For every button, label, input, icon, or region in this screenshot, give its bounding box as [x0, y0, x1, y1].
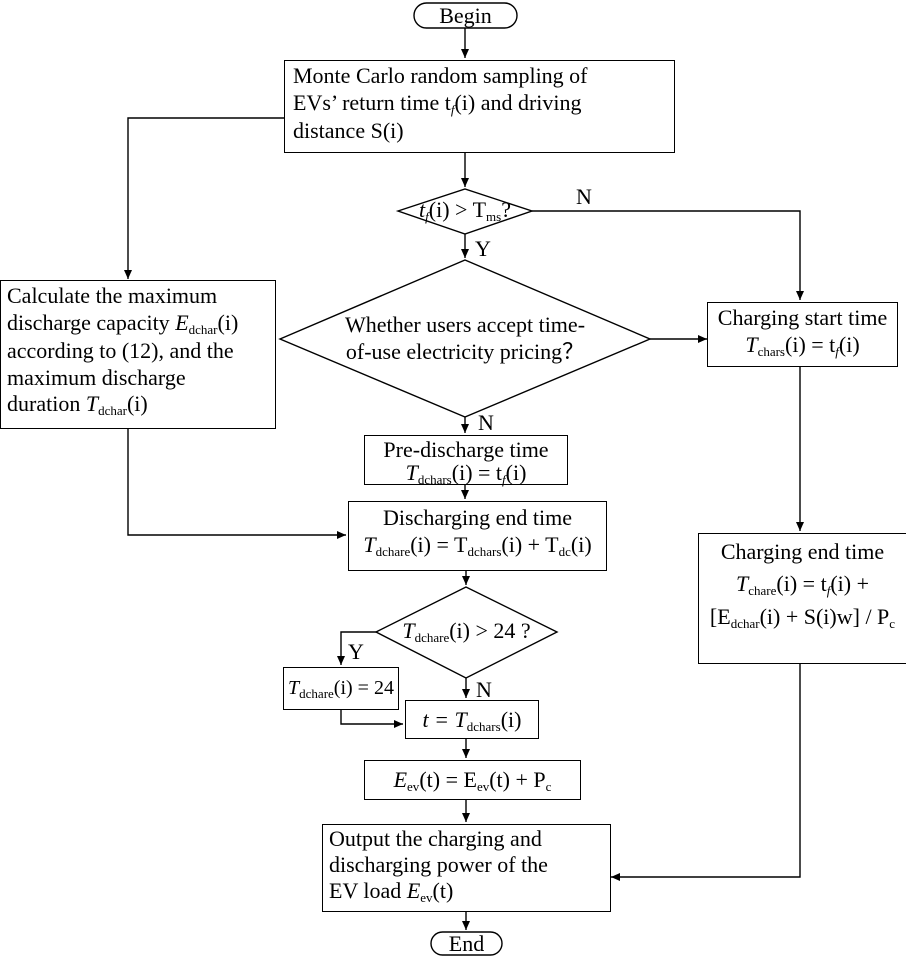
discharging-end-box: Discharging end time Tdchare(i) = Tdchar… — [348, 501, 607, 571]
pre-discharge-box: Pre-discharge time Tdchars(i) = tf(i) — [364, 435, 568, 486]
sampling-process-box: Monte Carlo random sampling of EVs’ retu… — [284, 60, 675, 153]
charging-start-box: Charging start time Tchars(i) = tf(i) — [707, 302, 898, 367]
t-assign-box: t = Tdchars(i) — [405, 700, 539, 739]
label-y-24: Y — [348, 639, 364, 664]
arrow-set24-tassign — [340, 710, 403, 728]
decision-24-shape — [374, 586, 559, 679]
decision-tms-text: tf(i) > Tms? — [419, 197, 511, 224]
charging-end-box: Charging end time Tchare(i) = tf(i) + [E… — [698, 533, 906, 664]
begin-label: Begin — [439, 3, 492, 28]
calc-discharge-box: Calculate the maximum discharge capacity… — [0, 280, 276, 429]
output-box: Output the charging and discharging powe… — [322, 824, 611, 912]
label-n-24: N — [476, 677, 492, 702]
sampling-line-3: distance S(i) — [293, 117, 404, 143]
end-terminator — [430, 931, 503, 956]
set-24-box: Tdchare(i) = 24 — [283, 667, 399, 710]
sampling-line-1: Monte Carlo random sampling of — [293, 63, 588, 88]
label-n-tms: N — [576, 184, 592, 209]
arrow-sampling-calc — [124, 117, 293, 279]
label-n-tou: N — [478, 410, 494, 435]
e-update-box: Eev(t) = Eev(t) + Pc — [364, 760, 581, 800]
end-label: End — [448, 931, 485, 956]
arrow-calc-dischargeend — [127, 429, 346, 539]
sampling-line-2: EVs’ return time tf(i) and driving — [293, 89, 582, 117]
decision-24-text: Tdchare(i) > 24 ? — [402, 618, 531, 645]
arrow-24-set24 — [337, 631, 376, 665]
arrow-tms-chargestart — [532, 210, 804, 300]
decision-tou-text: Whether users accept time- of-use electr… — [344, 312, 586, 364]
arrow-chargeend-output — [611, 664, 801, 881]
label-y-tms: Y — [475, 236, 491, 261]
